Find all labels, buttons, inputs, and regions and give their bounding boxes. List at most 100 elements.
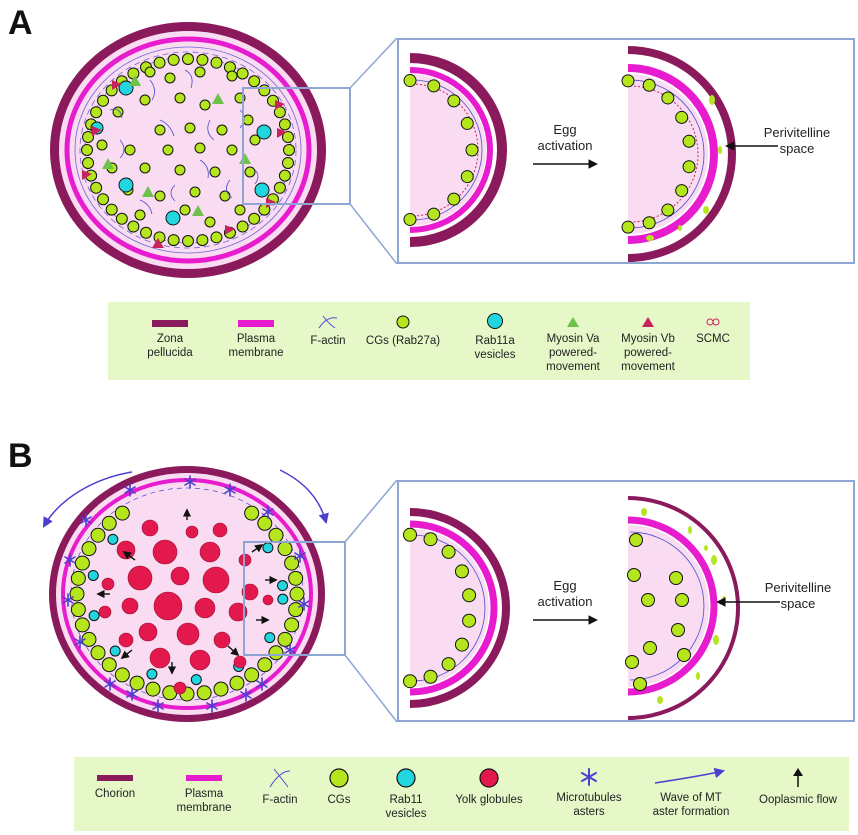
- panel-a-before-cgs: [403, 74, 479, 226]
- cg: [242, 114, 254, 126]
- plasma-membrane-icon: [238, 320, 274, 327]
- cg: [82, 156, 95, 169]
- green-triangle-icon: [567, 317, 579, 327]
- cg: [70, 570, 86, 586]
- yolk-globule: [189, 649, 211, 671]
- panel-a-zoom-before: [403, 53, 507, 247]
- cg: [139, 94, 151, 106]
- cg: [423, 669, 438, 684]
- cg: [289, 586, 305, 602]
- yolk-globule: [121, 597, 139, 615]
- cg: [629, 533, 643, 547]
- legend-b-asters: Microtubules asters: [544, 767, 634, 819]
- cg: [234, 204, 246, 216]
- cg: [244, 667, 260, 683]
- cg: [627, 568, 641, 582]
- legend-b-cgs: CGs: [314, 767, 364, 807]
- cg: [403, 674, 417, 689]
- microtubule-aster: [62, 593, 74, 607]
- cg: [226, 70, 238, 82]
- rab11-vesicle: [109, 645, 121, 657]
- cg: [90, 527, 106, 543]
- panel-a-egg: [50, 22, 398, 278]
- panel-b-after-cgs: [625, 533, 691, 691]
- yolk-globule: [194, 597, 216, 619]
- cg: [273, 181, 286, 194]
- legend-a-scmc: SCMC: [688, 316, 738, 346]
- cg: [277, 541, 293, 557]
- cg: [427, 207, 441, 221]
- cg: [675, 184, 689, 198]
- cg: [257, 657, 273, 673]
- cg: [101, 657, 117, 673]
- cg: [90, 106, 103, 119]
- cg: [249, 134, 261, 146]
- cg: [127, 220, 140, 233]
- cg: [460, 170, 474, 184]
- cg: [248, 75, 261, 88]
- panel-b-wave-arrow-right: [279, 469, 329, 525]
- rab11a-vesicle-icon: [487, 313, 503, 329]
- yolk-globule: [262, 594, 274, 606]
- cg: [184, 122, 196, 134]
- cg: [144, 66, 156, 78]
- cg: [179, 204, 191, 216]
- cg: [124, 144, 136, 156]
- cg: [70, 602, 86, 618]
- cg: [460, 116, 474, 130]
- rab11-vesicle: [264, 632, 276, 644]
- cg: [210, 231, 223, 244]
- yolk-globule: [173, 681, 187, 695]
- cg: [112, 106, 124, 118]
- legend-b-wave: Wave of MT aster formation: [636, 765, 746, 819]
- cg: [81, 541, 97, 557]
- cg: [441, 657, 456, 672]
- cg: [81, 144, 93, 156]
- panel-b-cortical-cgs: [69, 505, 305, 702]
- microtubule-aster: [262, 505, 274, 519]
- legend-a-myosin-vb: Myosin Vb powered- movement: [613, 316, 683, 374]
- cg: [677, 648, 691, 662]
- rab11-vesicle: [107, 533, 119, 545]
- panel-a-zoom-region: [242, 87, 351, 205]
- wave-arrow-icon: [654, 767, 726, 784]
- microtubule-aster: [80, 513, 92, 527]
- microtubule-aster: [126, 687, 138, 701]
- cg: [675, 110, 689, 124]
- rab11-vesicle: [190, 674, 202, 686]
- panel-a-after-cgs: [621, 74, 696, 234]
- rab11-vesicle: [277, 580, 289, 592]
- cg: [288, 602, 304, 618]
- rab11-vesicle-icon: [396, 768, 416, 788]
- microtubule-aster: [256, 677, 268, 691]
- panel-b-letter: B: [8, 437, 33, 475]
- panel-a-letter: A: [8, 4, 33, 42]
- cg: [283, 144, 295, 156]
- microtubule-aster: [240, 688, 252, 702]
- cg: [236, 220, 249, 233]
- panel-b-microtubule-asters: [62, 475, 310, 713]
- cg: [196, 53, 209, 66]
- cg: [97, 94, 110, 107]
- red-triangle-icon: [642, 317, 654, 327]
- cg: [74, 617, 90, 633]
- yolk-globule: [153, 591, 183, 621]
- panel-a-legend: Zona pellucida Plasma membrane F-actin C…: [108, 302, 750, 380]
- cg: [423, 532, 438, 547]
- cg-icon: [396, 315, 410, 329]
- cg: [454, 564, 469, 579]
- yolk-globule: [118, 632, 134, 648]
- cg-icon: [329, 768, 349, 788]
- cg: [278, 118, 291, 131]
- cg: [101, 515, 117, 531]
- cg: [633, 677, 647, 691]
- legend-b-yolk: Yolk globules: [444, 767, 534, 807]
- cg: [288, 570, 304, 586]
- panel-b-egg-activation-label: Egg activation: [537, 578, 593, 609]
- yolk-globule: [233, 655, 247, 669]
- microtubule-aster: [294, 549, 306, 563]
- cg: [403, 74, 417, 88]
- cg: [219, 190, 231, 202]
- microtubule-aster: [152, 699, 164, 713]
- cg: [268, 645, 284, 661]
